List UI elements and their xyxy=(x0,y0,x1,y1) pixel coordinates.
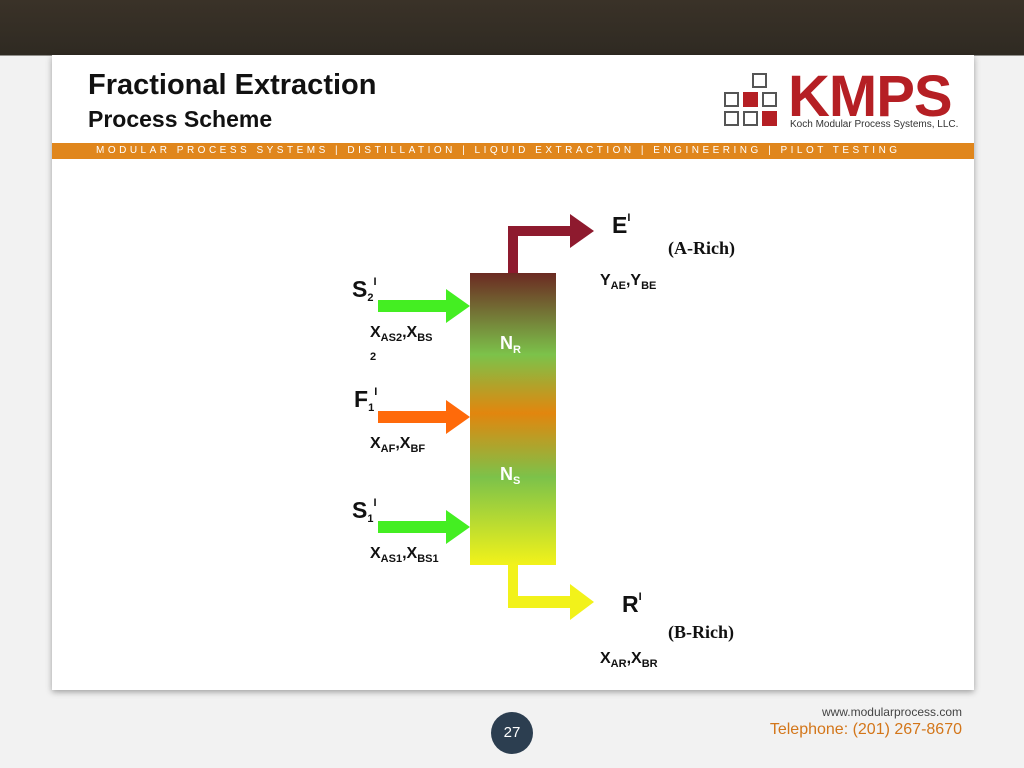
solvent2-composition-wrap: 2 xyxy=(370,351,377,363)
logo-square-red xyxy=(762,111,777,126)
stripping-section-label: NS xyxy=(500,464,521,487)
logo-square xyxy=(752,73,767,88)
raffinate-label: RI xyxy=(622,591,642,617)
solvent2-composition: XAS2,XBS xyxy=(370,324,433,344)
solvent1-inlet-arrow xyxy=(378,510,470,544)
extract-note: (A-Rich) xyxy=(668,238,735,258)
page-subtitle: Process Scheme xyxy=(88,106,273,132)
feed-label: F1I xyxy=(354,386,378,414)
extract-arrow xyxy=(508,214,594,274)
services-band: MODULAR PROCESS SYSTEMS | DISTILLATION |… xyxy=(52,143,974,159)
solvent1-composition: XAS1,XBS1 xyxy=(370,545,439,565)
feed-composition: XAF,XBF xyxy=(370,435,426,455)
page-number-badge: 27 xyxy=(491,712,533,754)
footer-website: www.modularprocess.com xyxy=(821,705,962,719)
logo-square xyxy=(724,92,739,107)
extract-label: EI xyxy=(612,212,631,238)
logo-square-red xyxy=(743,92,758,107)
logo-square xyxy=(762,92,777,107)
solvent2-inlet-arrow xyxy=(378,289,470,323)
rectifying-section-label: NR xyxy=(500,333,521,356)
logo-tagline: Koch Modular Process Systems, LLC. xyxy=(790,119,959,130)
page-title: Fractional Extraction xyxy=(88,69,377,101)
logo-brand: KMPS xyxy=(788,64,953,129)
raffinate-note: (B-Rich) xyxy=(668,622,734,642)
logo-square xyxy=(724,111,739,126)
footer-telephone: Telephone: (201) 267-8670 xyxy=(769,721,962,738)
extraction-column xyxy=(470,273,556,565)
logo-square xyxy=(743,111,758,126)
raffinate-arrow xyxy=(508,564,594,620)
solvent1-label: S1I xyxy=(352,497,377,525)
kmps-logo: KMPS Koch Modular Process Systems, LLC. xyxy=(722,64,972,133)
feed-inlet-arrow xyxy=(378,400,470,434)
raffinate-composition: XAR,XBR xyxy=(600,650,658,670)
extract-composition: YAE,YBE xyxy=(600,272,657,292)
solvent2-label: S2I xyxy=(352,276,377,304)
